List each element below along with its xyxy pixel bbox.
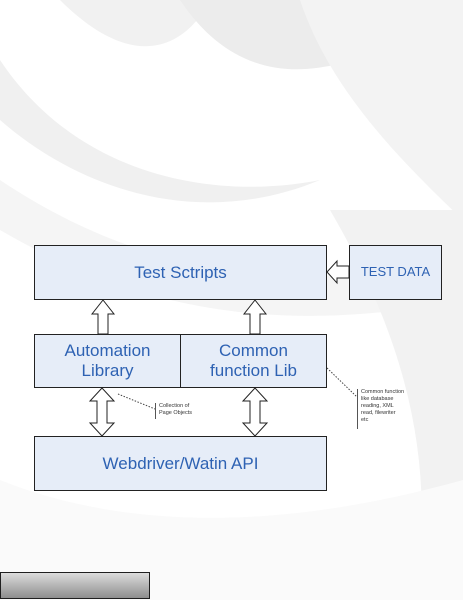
page-objects-note: Collection of Page Objects	[155, 403, 205, 419]
webdriver-api-label: Webdriver/Watin API	[102, 453, 259, 473]
test-data-label: TEST DATA	[360, 264, 431, 280]
bottom-gradient-bar	[0, 572, 150, 599]
webdriver-api-box: Webdriver/Watin API	[34, 436, 327, 491]
test-scripts-box: Test Sctripts	[34, 245, 327, 300]
test-data-box: TEST DATA	[349, 245, 442, 300]
common-function-lib-label: Common function Lib	[210, 341, 297, 380]
automation-library-box: Automation Library	[34, 334, 181, 388]
common-function-lib-box: Common function Lib	[180, 334, 327, 388]
test-scripts-label: Test Sctripts	[134, 262, 227, 282]
automation-library-label: Automation Library	[64, 341, 151, 380]
common-function-note: Common function like database reading, X…	[357, 389, 417, 429]
